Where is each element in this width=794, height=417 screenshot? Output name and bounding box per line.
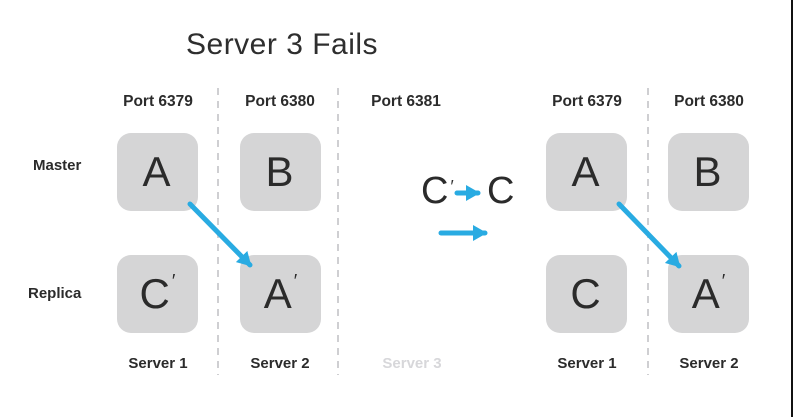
port-header-6380-left: Port 6380 [245,93,315,110]
node-box-replica-a-left: A′ [240,255,321,333]
replication-arrow-right [616,201,682,269]
port-header-6381: Port 6381 [371,93,441,110]
node-box-master-a-right: A [546,133,627,211]
transition-to-label: C [487,170,515,212]
node-box-master-b-left: B [240,133,321,211]
node-letter: A [263,270,292,317]
node-prime-mark: ′ [450,177,454,197]
node-box-replica-c-left: C′ [117,255,198,333]
node-letter: A [691,270,720,317]
node-letter: C [570,270,601,317]
node-letter: C [139,270,170,317]
node-letter: A [142,148,171,195]
node-prime-mark: ′ [293,270,298,292]
port-header-6379-right: Port 6379 [552,93,622,110]
server-label-2-left: Server 2 [250,355,310,372]
server-label-3-failed: Server 3 [382,355,442,372]
column-separator-line [337,88,339,375]
server-label-1-left: Server 1 [128,355,188,372]
transition-from-letter: C [421,170,449,212]
port-header-6380-right: Port 6380 [674,93,744,110]
column-separator-line [647,88,649,375]
node-box-master-a-left: A [117,133,198,211]
node-letter: A [571,148,600,195]
replica-row-label: Replica [28,285,82,302]
node-box-master-b-right: B [668,133,749,211]
frame-edge-line [791,0,793,417]
transition-from-label: C′ [421,172,454,210]
diagram-title: Server 3 Fails [186,28,379,61]
replication-arrow-left [187,201,253,268]
port-header-6379-left: Port 6379 [123,93,193,110]
node-prime-mark: ′ [721,270,726,292]
column-separator-line [217,88,219,375]
server-label-2-right: Server 2 [679,355,739,372]
node-prime-mark: ′ [171,270,176,292]
node-box-replica-a-right: A′ [668,255,749,333]
node-letter: B [265,148,294,195]
node-box-replica-c-right: C [546,255,627,333]
node-letter: B [693,148,722,195]
server-label-1-right: Server 1 [557,355,617,372]
master-row-label: Master [33,157,82,174]
